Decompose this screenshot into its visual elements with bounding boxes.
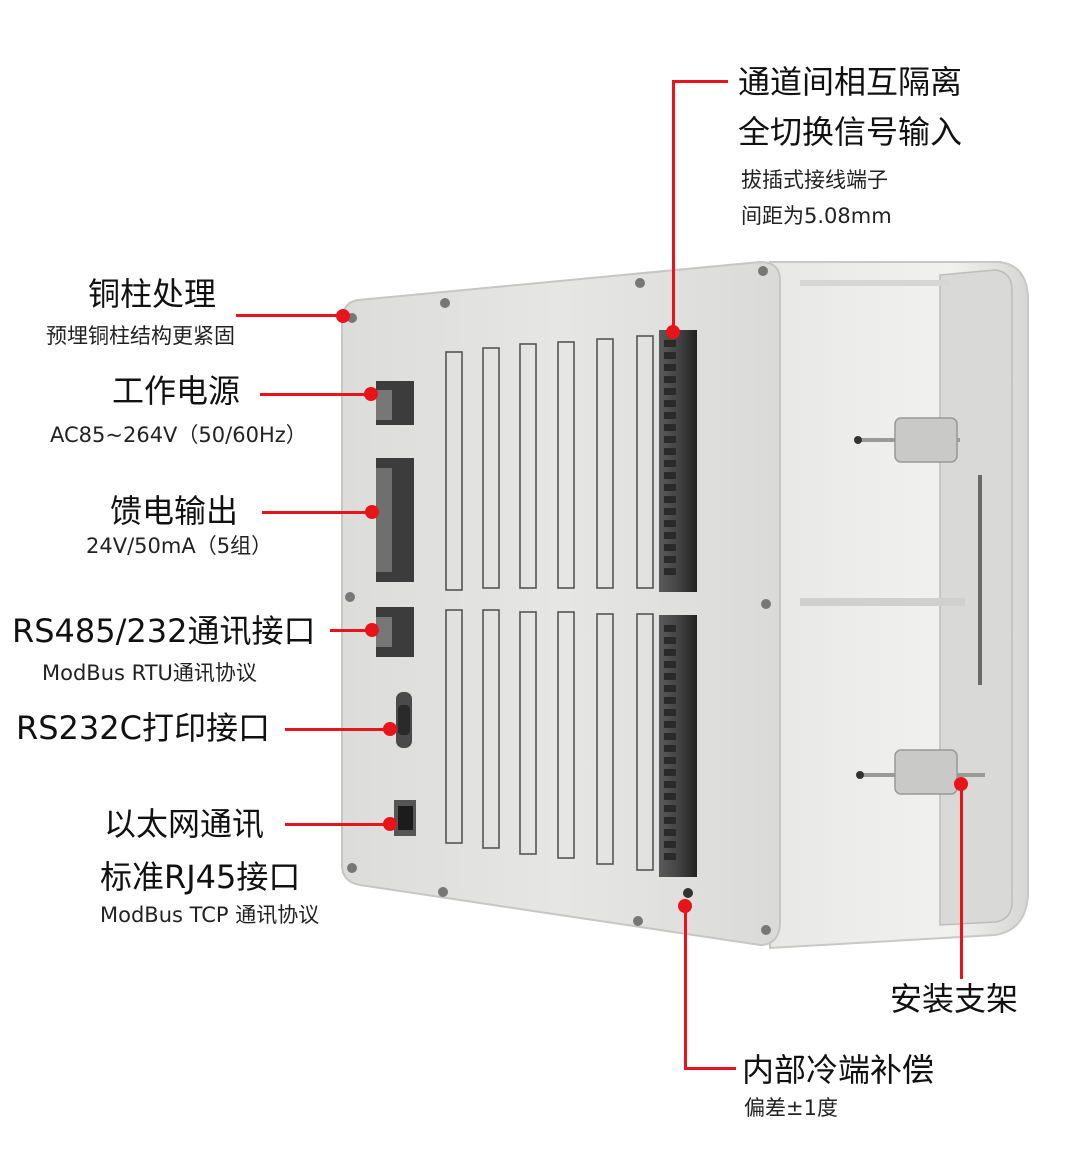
ethernet-sub: ModBus TCP 通讯协议 bbox=[100, 903, 320, 927]
leader-power bbox=[260, 393, 370, 396]
device-side-panel bbox=[769, 261, 1029, 950]
device-back-panel bbox=[341, 260, 781, 947]
channel-terminal-lower bbox=[659, 615, 697, 877]
leader-channel-isolation-h bbox=[672, 80, 728, 83]
dot-channel-isolation bbox=[666, 325, 680, 339]
channel-isolation-sub-2: 间距为5.08mm bbox=[741, 204, 892, 228]
power-title: 工作电源 bbox=[112, 372, 241, 410]
leader-channel-isolation-v bbox=[672, 80, 675, 332]
leader-rs232c bbox=[285, 728, 390, 731]
rs485-sub: ModBus RTU通讯协议 bbox=[42, 661, 257, 685]
dot-feed-output bbox=[365, 505, 379, 519]
cold-junction-sub: 偏差±1度 bbox=[744, 1096, 838, 1120]
dot-rs485 bbox=[365, 623, 379, 637]
leader-ethernet bbox=[285, 823, 390, 826]
rj45-port bbox=[394, 800, 416, 836]
leader-rs485 bbox=[330, 629, 370, 632]
power-sub: AC85~264V（50/60Hz） bbox=[50, 423, 307, 447]
copper-post-title: 铜柱处理 bbox=[88, 275, 217, 313]
power-connector bbox=[376, 381, 414, 425]
ethernet-title-2: 标准RJ45接口 bbox=[100, 858, 301, 896]
ethernet-title: 以太网通讯 bbox=[104, 805, 265, 843]
cold-junction-title: 内部冷端补偿 bbox=[742, 1051, 935, 1089]
dot-power bbox=[364, 387, 378, 401]
leader-copper-post bbox=[236, 314, 342, 317]
db9-connector bbox=[396, 692, 412, 748]
bracket-title: 安装支架 bbox=[890, 980, 1019, 1018]
leader-cold-junction-h bbox=[684, 1067, 736, 1070]
mounting-bracket-upper bbox=[854, 417, 960, 463]
copper-post-sub: 预埋铜柱结构更紧固 bbox=[46, 324, 235, 348]
channel-isolation-title-2: 全切换信号输入 bbox=[738, 113, 963, 151]
lower-slot-columns bbox=[445, 609, 654, 871]
rs232c-title: RS232C打印接口 bbox=[16, 709, 270, 747]
channel-isolation-sub-1: 拔插式接线端子 bbox=[741, 168, 888, 192]
channel-terminal-upper bbox=[659, 330, 697, 592]
upper-slot-columns bbox=[445, 335, 654, 591]
dot-copper-post bbox=[336, 309, 350, 323]
leader-bracket bbox=[960, 784, 963, 979]
rs485-title: RS485/232通讯接口 bbox=[12, 612, 316, 650]
dot-rs232c bbox=[383, 722, 397, 736]
leader-cold-junction-v bbox=[684, 905, 687, 1070]
mounting-bracket-lower bbox=[856, 749, 985, 795]
feed-output-title: 馈电输出 bbox=[110, 492, 239, 530]
channel-isolation-title-1: 通道间相互隔离 bbox=[738, 63, 963, 101]
leader-feed-output bbox=[262, 511, 372, 514]
feed-output-sub: 24V/50mA（5组） bbox=[86, 534, 273, 558]
rs485-connector bbox=[376, 607, 414, 657]
feed-output-connector bbox=[376, 458, 414, 582]
dot-ethernet bbox=[383, 817, 397, 831]
